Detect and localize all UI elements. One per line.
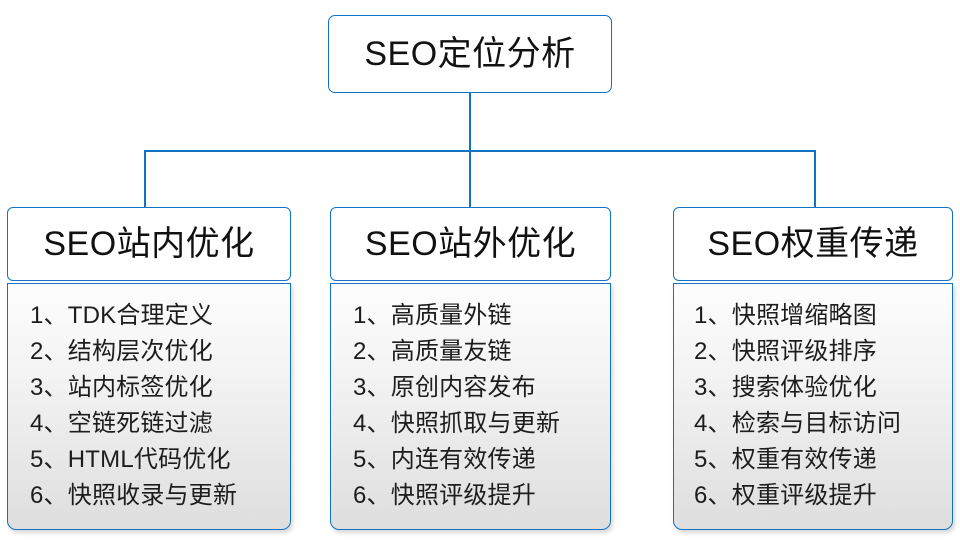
- branch-header-3[interactable]: SEO权重传递: [673, 207, 953, 281]
- connector-trunk: [469, 93, 471, 151]
- list-item: 6、权重评级提升: [694, 482, 877, 509]
- branch-column-2: SEO站外优化 1、高质量外链 2、高质量友链 3、原创内容发布 4、快照抓取与…: [330, 207, 611, 530]
- branch-header-1[interactable]: SEO站内优化: [7, 207, 291, 281]
- branch-body-3: 1、快照增缩略图 2、快照评级排序 3、搜索体验优化 4、检索与目标访问 5、权…: [673, 283, 953, 530]
- list-item: 1、TDK合理定义: [30, 302, 214, 329]
- list-item: 6、快照评级提升: [353, 482, 536, 509]
- branch-header-label-1: SEO站内优化: [43, 225, 255, 263]
- list-item: 3、搜索体验优化: [694, 374, 877, 401]
- list-item: 4、检索与目标访问: [694, 410, 902, 437]
- list-item: 2、高质量友链: [353, 338, 512, 365]
- branch-column-1: SEO站内优化 1、TDK合理定义 2、结构层次优化 3、站内标签优化 4、空链…: [7, 207, 291, 530]
- branch-column-3: SEO权重传递 1、快照增缩略图 2、快照评级排序 3、搜索体验优化 4、检索与…: [673, 207, 953, 530]
- branch-body-2: 1、高质量外链 2、高质量友链 3、原创内容发布 4、快照抓取与更新 5、内连有…: [330, 283, 611, 530]
- list-item: 3、原创内容发布: [353, 374, 536, 401]
- list-item: 4、空链死链过滤: [30, 410, 213, 437]
- connector-drop-left: [144, 150, 146, 208]
- branch-item-list-1: 1、TDK合理定义 2、结构层次优化 3、站内标签优化 4、空链死链过滤 5、H…: [8, 298, 290, 514]
- branch-header-label-3: SEO权重传递: [707, 225, 919, 263]
- list-item: 3、站内标签优化: [30, 374, 213, 401]
- root-node[interactable]: SEO定位分析: [328, 15, 612, 93]
- list-item: 5、权重有效传递: [694, 446, 877, 473]
- list-item: 1、快照增缩略图: [694, 302, 877, 329]
- branch-item-list-3: 1、快照增缩略图 2、快照评级排序 3、搜索体验优化 4、检索与目标访问 5、权…: [674, 298, 952, 514]
- connector-drop-center: [469, 150, 471, 208]
- list-item: 2、结构层次优化: [30, 338, 213, 365]
- branch-body-1: 1、TDK合理定义 2、结构层次优化 3、站内标签优化 4、空链死链过滤 5、H…: [7, 283, 291, 530]
- list-item: 2、快照评级排序: [694, 338, 877, 365]
- branch-header-2[interactable]: SEO站外优化: [330, 207, 611, 281]
- list-item: 1、高质量外链: [353, 302, 512, 329]
- connector-drop-right: [814, 150, 816, 208]
- root-node-label: SEO定位分析: [364, 35, 576, 73]
- list-item: 6、快照收录与更新: [30, 482, 238, 509]
- connector-bus: [144, 150, 815, 152]
- list-item: 5、HTML代码优化: [30, 446, 231, 473]
- branch-header-label-2: SEO站外优化: [364, 225, 577, 263]
- list-item: 4、快照抓取与更新: [353, 410, 561, 437]
- branch-item-list-2: 1、高质量外链 2、高质量友链 3、原创内容发布 4、快照抓取与更新 5、内连有…: [331, 298, 610, 514]
- list-item: 5、内连有效传递: [353, 446, 536, 473]
